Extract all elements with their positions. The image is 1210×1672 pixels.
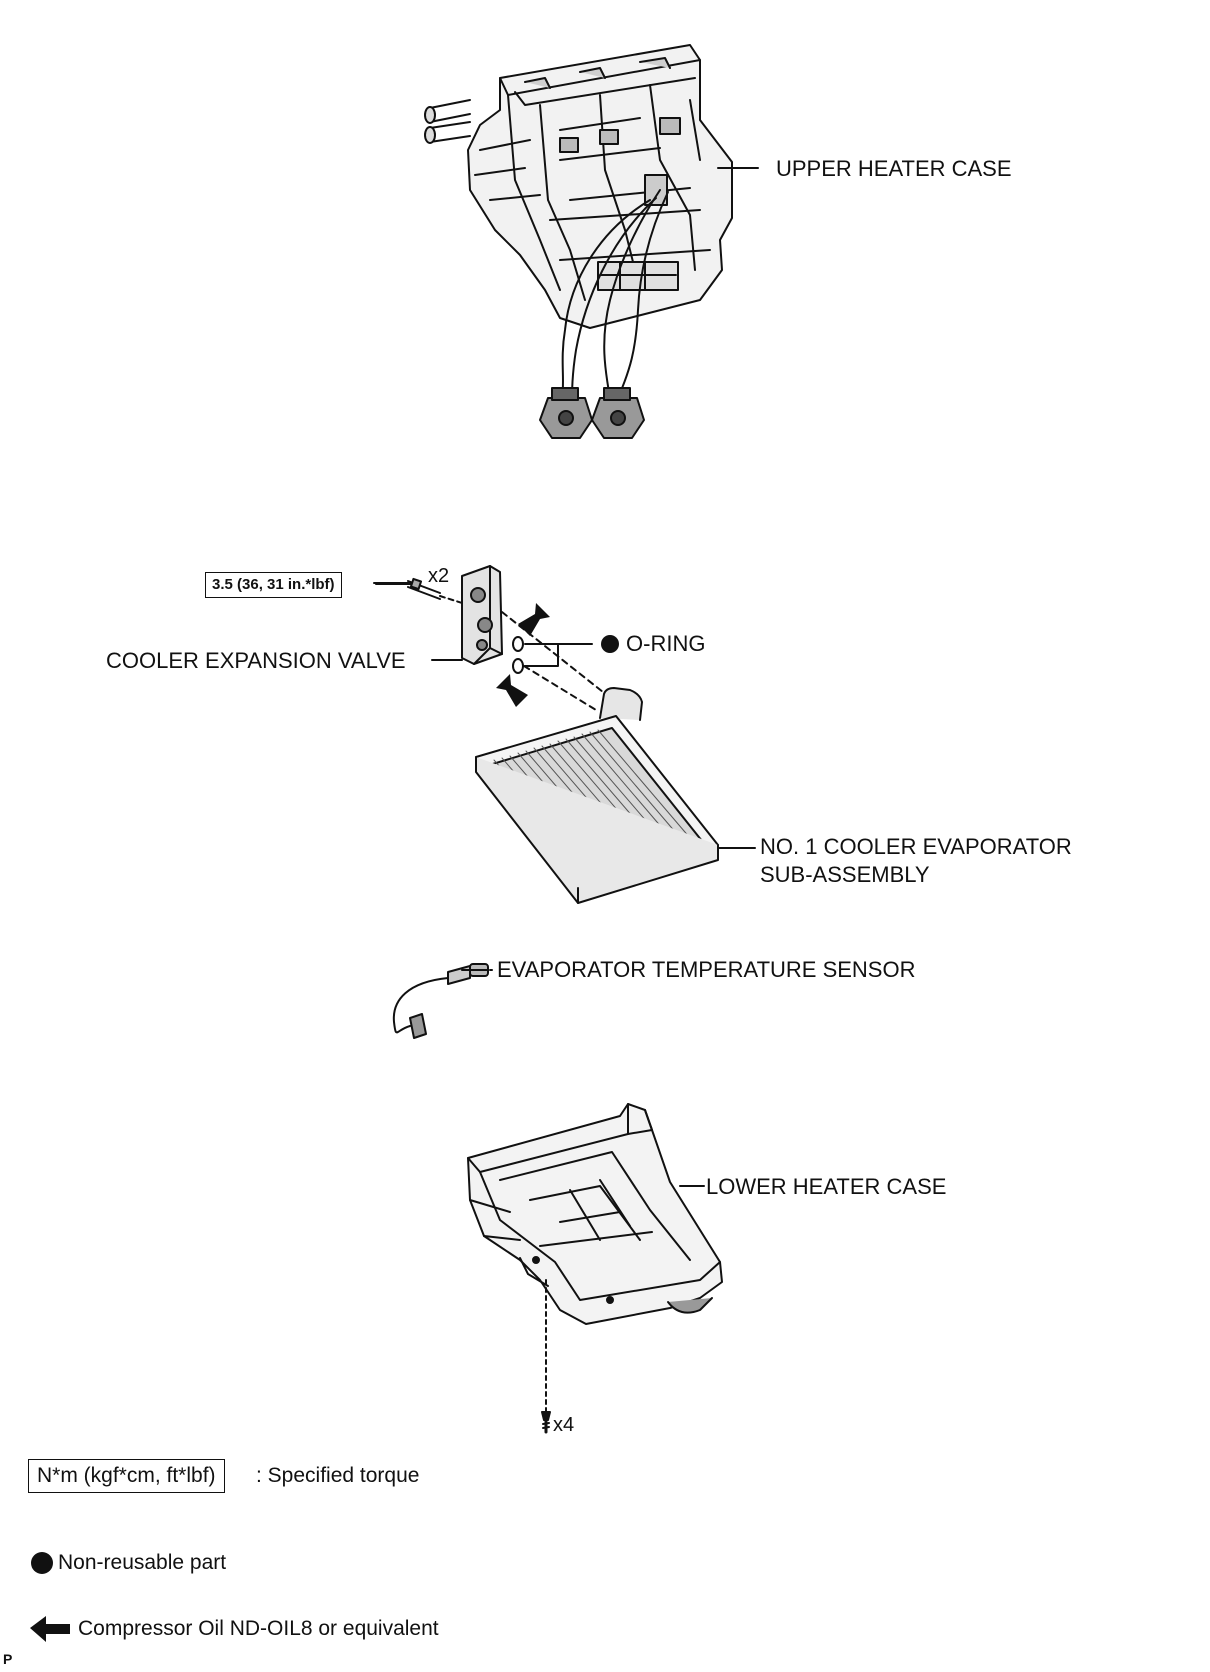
label-o-ring: O-RING xyxy=(626,631,706,656)
label-evaporator-line1: NO. 1 COOLER EVAPORATOR xyxy=(760,834,1072,859)
footer-mark: P xyxy=(3,1651,13,1667)
label-cooler-expansion-valve: COOLER EXPANSION VALVE xyxy=(106,648,406,673)
non-reusable-dot-icon xyxy=(601,635,619,653)
legend-oil-desc: Compressor Oil ND-OIL8 or equivalent xyxy=(78,1617,439,1640)
torque-spec-box: 3.5 (36, 31 in.*lbf) xyxy=(205,572,342,598)
upper-heater-case-drawing xyxy=(424,44,733,439)
bolt-quantity: x2 xyxy=(428,565,450,587)
label-evaporator-line2: SUB-ASSEMBLY xyxy=(760,862,930,887)
label-evap-temp-sensor: EVAPORATOR TEMPERATURE SENSOR xyxy=(497,957,916,982)
evaporator-drawing xyxy=(475,687,719,904)
legend-oil-arrow-icon xyxy=(30,1616,70,1642)
alignment-line xyxy=(501,611,609,697)
legend-nonreusable-desc: Non-reusable part xyxy=(58,1551,227,1574)
label-upper-heater-case: UPPER HEATER CASE xyxy=(776,156,1012,181)
evap-temp-sensor-drawing xyxy=(392,963,489,1039)
cooler-expansion-valve-drawing xyxy=(461,565,503,665)
lower-heater-case-drawing xyxy=(467,1103,723,1325)
leader-o-ring xyxy=(524,643,593,667)
legend-torque-desc: : Specified torque xyxy=(256,1464,420,1487)
alignment-line xyxy=(523,665,597,711)
label-lower-heater-case: LOWER HEATER CASE xyxy=(706,1174,947,1199)
screw-drawing xyxy=(541,1411,551,1434)
legend-torque-box: N*m (kgf*cm, ft*lbf) xyxy=(28,1459,225,1493)
legend-non-reusable-dot-icon xyxy=(31,1552,53,1574)
screw-quantity: x4 xyxy=(553,1414,575,1436)
oil-arrow-icon xyxy=(496,603,550,707)
o-ring-drawing xyxy=(512,636,524,674)
